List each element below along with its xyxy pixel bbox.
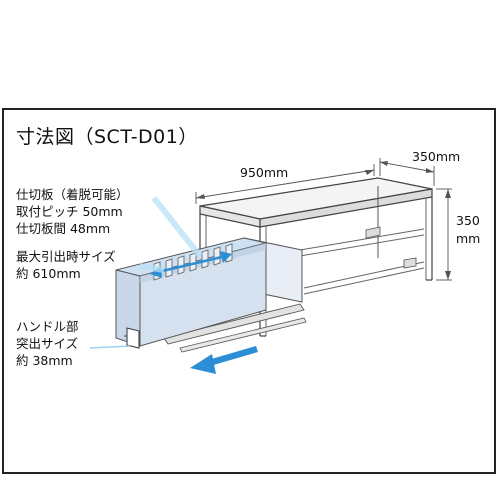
max-pull-line1: 最大引出時サイズ: [16, 249, 116, 264]
height-value-label: 350: [456, 213, 480, 228]
cabinet-drawing: [89, 158, 452, 374]
dimension-width-line: [195, 164, 375, 204]
handle-line3: 約 38mm: [16, 353, 73, 368]
max-pull-annotation: 最大引出時サイズ 約 610mm: [16, 248, 116, 282]
width-label: 950mm: [240, 165, 289, 180]
partition-line2: 取付ピッチ 50mm: [16, 204, 123, 219]
drawer-rail: [163, 303, 305, 345]
dimension-height-line: [436, 188, 452, 281]
dimension-depth-line: [379, 158, 435, 186]
drawer-handle: [126, 327, 140, 349]
handle-line1: ハンドル部: [16, 319, 79, 334]
partition-annotation: 仕切板（着脱可能） 取付ピッチ 50mm 仕切板間 48mm: [16, 186, 129, 237]
max-pull-line2: 約 610mm: [16, 266, 81, 281]
height-unit-label: mm: [456, 231, 481, 246]
partition-line3: 仕切板間 48mm: [16, 221, 111, 236]
handle-line2: 突出サイズ: [16, 336, 79, 351]
depth-label: 350mm: [412, 149, 461, 164]
figure-title: 寸法図（SCT-D01）: [16, 126, 198, 148]
pull-direction-arrow: [190, 346, 258, 374]
figure-frame: 寸法図（SCT-D01）: [2, 108, 496, 474]
handle-annotation: ハンドル部 突出サイズ 約 38mm: [16, 318, 79, 369]
partition-line1: 仕切板（着脱可能）: [16, 187, 129, 202]
